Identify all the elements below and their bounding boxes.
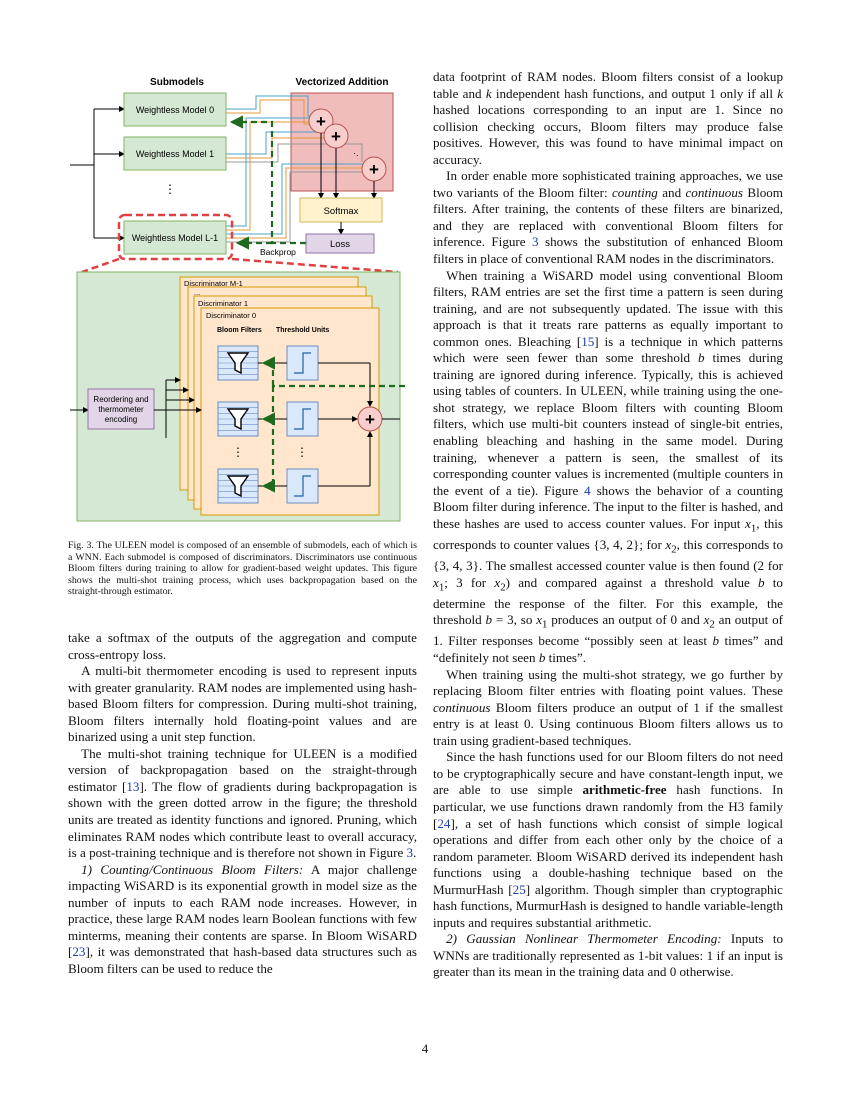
models-ellipsis: ⋮ <box>164 182 176 196</box>
ensemble-figure: Submodels Vectorized Addition Weightless… <box>70 77 405 522</box>
svg-text:Reordering and: Reordering and <box>93 395 148 404</box>
right-paragraph-3: When training using the multi-shot strat… <box>433 666 783 748</box>
weightless-model-l-1-label: Weightless Model L-1 <box>132 233 218 243</box>
svg-text:encoding: encoding <box>105 415 137 424</box>
discriminator-adder: + <box>357 406 383 432</box>
softmax-box <box>299 197 383 223</box>
left-paragraph-1: take a softmax of the outputs of the agg… <box>68 630 417 662</box>
figure-caption: Fig. 3. The ULEEN model is composed of a… <box>68 540 417 598</box>
right-paragraph-1: In order enable more sophisticated train… <box>433 168 783 267</box>
ref-link[interactable]: 15 <box>581 333 595 349</box>
weightless-model-1-label: Weightless Model 1 <box>136 149 214 159</box>
right-paragraph-2: When training a WiSARD model using conve… <box>433 267 784 666</box>
svg-text:+: + <box>331 127 341 146</box>
ref-link[interactable]: 25 <box>512 881 526 897</box>
submodels-title: Submodels <box>150 77 204 88</box>
section-heading: 2) Gaussian Nonlinear Thermometer Encodi… <box>446 931 722 947</box>
figure-link[interactable]: 4 <box>584 482 591 498</box>
weightless-model-0-label: Weightless Model 0 <box>136 105 214 115</box>
backprop-arrow <box>229 115 306 245</box>
svg-text:+: + <box>316 112 326 131</box>
bloom-filter-icon <box>217 345 259 381</box>
ref-link[interactable]: 24 <box>437 815 451 831</box>
right-paragraph-5: 2) Gaussian Nonlinear Thermometer Encodi… <box>433 931 783 980</box>
bloom-filters-title: Bloom Filters <box>217 327 262 334</box>
discriminator-0-label: Discriminator 0 <box>206 311 256 320</box>
threshold-unit-icon <box>286 401 319 437</box>
page-number: 4 <box>421 1041 429 1056</box>
left-column: take a softmax of the outputs of the agg… <box>68 630 417 977</box>
left-paragraph-4: 1) Counting/Continuous Bloom Filters: A … <box>68 861 417 976</box>
svg-text:+: + <box>369 160 379 179</box>
figure-link[interactable]: 3 <box>532 234 539 250</box>
discriminator-m-1-label: Discriminator M-1 <box>184 279 243 288</box>
svg-text:+: + <box>365 410 375 429</box>
right-paragraph-0: data footprint of RAM nodes. Bloom filte… <box>433 69 783 167</box>
svg-text:...: ... <box>194 288 200 297</box>
adder-1: + <box>323 123 349 149</box>
svg-text:⋮: ⋮ <box>296 445 308 459</box>
discriminator-1-label: Discriminator 1 <box>198 299 248 308</box>
threshold-unit-icon <box>286 345 319 381</box>
threshold-unit-icon <box>286 468 319 504</box>
right-paragraph-4: Since the hash functions used for our Bl… <box>433 749 783 930</box>
left-paragraph-2: A multi-bit thermometer encoding is used… <box>68 663 417 745</box>
loss-label: Loss <box>330 239 350 250</box>
ref-link[interactable]: 13 <box>126 778 140 794</box>
svg-text:·.: ·. <box>353 148 359 158</box>
svg-text:thermometer: thermometer <box>98 405 144 414</box>
reordering-thermometer-box <box>87 388 155 430</box>
selected-model-highlight <box>117 213 234 261</box>
svg-text:⋮: ⋮ <box>232 445 244 459</box>
weightless-model-0 <box>123 92 227 127</box>
adder-l-1: + <box>361 156 387 182</box>
ref-link[interactable]: 23 <box>72 944 86 960</box>
backprop-label: Backprop <box>260 247 296 257</box>
weightless-model-1 <box>123 136 227 171</box>
figure-link[interactable]: 3 <box>406 845 414 861</box>
bloom-filter-icon <box>217 468 259 504</box>
left-paragraph-3: The multi-shot training technique for UL… <box>68 745 418 861</box>
section-heading: 1) Counting/Continuous Bloom Filters: <box>81 861 304 877</box>
vectorized-addition-title: Vectorized Addition <box>296 77 389 88</box>
softmax-label: Softmax <box>324 206 359 217</box>
right-column: data footprint of RAM nodes. Bloom filte… <box>433 69 783 981</box>
weightless-model-l-1 <box>123 220 227 255</box>
bloom-filter-icon <box>217 401 259 437</box>
threshold-units-title: Threshold Units <box>276 327 329 334</box>
